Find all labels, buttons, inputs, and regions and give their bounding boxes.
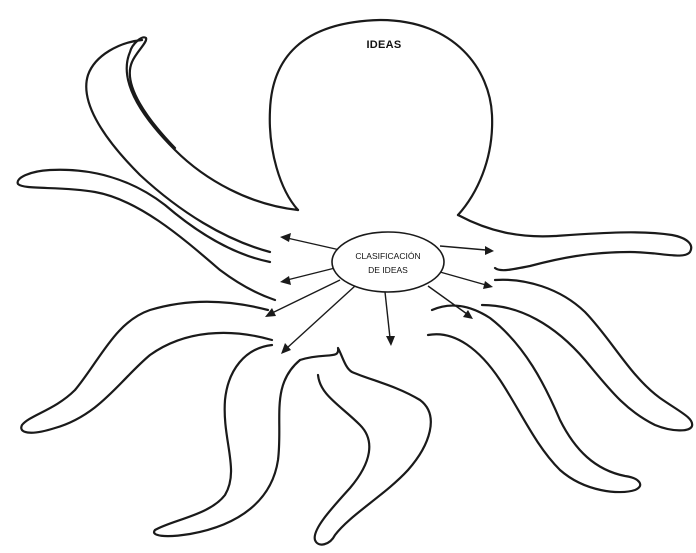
- arrowhead-upper-left: [280, 233, 291, 242]
- head-label: IDEAS: [366, 39, 401, 51]
- arrow-right: [439, 271, 487, 286]
- arrows-group: [265, 233, 494, 354]
- arrow-bottom-left: [286, 285, 356, 349]
- arrowhead-upper-right: [485, 246, 494, 255]
- arrowhead-right: [483, 281, 493, 289]
- tentacle-right-upper: [456, 213, 693, 272]
- arrow-upper-right: [439, 245, 487, 251]
- arrowhead-bottom: [386, 336, 395, 346]
- tentacle-bottom-left: [152, 343, 302, 538]
- tentacle-lower-left: [20, 300, 274, 434]
- arrowhead-lower-left: [265, 308, 276, 317]
- arrow-left: [286, 267, 336, 281]
- tentacle-bottom-right: [426, 304, 642, 494]
- tentacle-bottom-center: [298, 346, 432, 546]
- center-circle: [331, 231, 445, 293]
- center-label-line1: CLASIFICACIÓN: [355, 251, 420, 261]
- arrowhead-left: [280, 276, 291, 285]
- center-label-line2: DE IDEAS: [368, 265, 408, 275]
- arrow-bottom-right: [427, 285, 468, 315]
- arrow-lower-left: [271, 279, 341, 314]
- arrowhead-bottom-right: [463, 310, 473, 319]
- tentacle-upper-left-inner: [85, 38, 272, 254]
- arrow-bottom: [384, 291, 391, 339]
- tentacle-left: [16, 168, 277, 302]
- arrowhead-bottom-left: [281, 343, 291, 354]
- octopus-head: [268, 18, 494, 217]
- tentacle-upper-left: [125, 36, 300, 212]
- arrow-upper-left: [286, 237, 341, 251]
- tentacle-right-lower: [480, 278, 694, 432]
